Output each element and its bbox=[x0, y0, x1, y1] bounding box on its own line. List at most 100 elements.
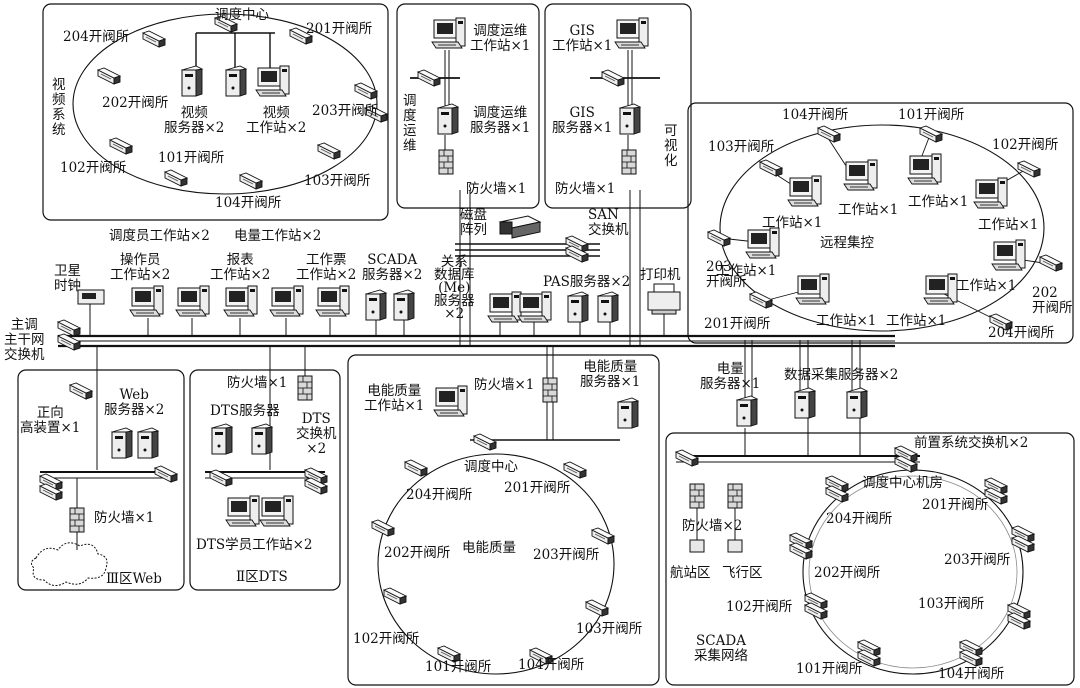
scada-net-label: SCADA 采集网络 bbox=[694, 633, 748, 664]
pq-dispatch-label: 调度中心 bbox=[464, 459, 518, 475]
dts-fw-label: 防火墙×1 bbox=[227, 375, 288, 391]
power-quality-box bbox=[347, 354, 660, 686]
gis-ws-label: GIS 工作站×1 bbox=[552, 23, 613, 54]
video-204-label: 204开阀所 bbox=[63, 29, 130, 45]
pq-103-label: 103开阀所 bbox=[576, 621, 643, 637]
remote-203-label: 203 开阀所 bbox=[706, 259, 747, 290]
pq-104-label: 104开阀所 bbox=[518, 657, 585, 673]
san-switch-label: SAN 交换机 bbox=[588, 207, 629, 238]
dispatcher-ws-label: 调度员工作站×2 bbox=[109, 228, 210, 244]
energy-server-label: 电量 服务器×1 bbox=[700, 361, 761, 392]
video-ring bbox=[72, 13, 378, 195]
dispatch-room-label: 调度中心机房 bbox=[862, 475, 943, 491]
remote-ws5-label: 工作站×1 bbox=[716, 263, 777, 279]
operator-ws-label: 操作员 工作站×2 bbox=[110, 252, 171, 283]
remote-103-label: 103开阀所 bbox=[708, 139, 775, 155]
disk-array-label: 磁盘 阵列 bbox=[460, 207, 487, 238]
video-bus bbox=[195, 32, 275, 70]
dts-server-label: DTS服务器 bbox=[210, 403, 280, 419]
scada-203-label: 203开阀所 bbox=[944, 552, 1011, 568]
zone2-dts-box bbox=[189, 369, 341, 591]
scada-202-label: 202开阀所 bbox=[814, 565, 881, 581]
printer-icon bbox=[647, 283, 681, 315]
power-ws-label: 电量工作站×2 bbox=[234, 228, 322, 244]
remote-202-label: 202 开阀所 bbox=[1032, 285, 1073, 316]
zone3-web-label: Ⅲ区Web bbox=[106, 571, 162, 587]
power-quality-ring bbox=[377, 453, 615, 675]
pq-fw-label: 防火墙×1 bbox=[474, 377, 535, 393]
pas-server-label: PAS服务器×2 bbox=[543, 274, 631, 290]
pq-101-label: 101开阀所 bbox=[425, 659, 492, 675]
pq-201-label: 201开阀所 bbox=[504, 480, 571, 496]
scada-201-label: 201开阀所 bbox=[922, 497, 989, 513]
remote-204-label: 204开阀所 bbox=[988, 325, 1055, 341]
remote-ws4-label: 工作站×1 bbox=[978, 217, 1039, 233]
remote-102-label: 102开阀所 bbox=[992, 137, 1059, 153]
video-104-label: 104开阀所 bbox=[215, 195, 282, 211]
remote-ws2-label: 工作站×1 bbox=[908, 194, 969, 210]
gis-fw-label: 防火墙×1 bbox=[555, 181, 616, 197]
pq-center-label: 电能质量 bbox=[462, 540, 516, 556]
terminal-zone-label: 航站区 bbox=[670, 565, 711, 581]
pq-ws-label: 电能质量 工作站×1 bbox=[364, 383, 425, 414]
forward-device-label: 正向 高装置×1 bbox=[20, 405, 81, 436]
video-201-label: 201开阀所 bbox=[306, 21, 373, 37]
zone2-dts-label: Ⅱ区DTS bbox=[236, 569, 288, 585]
remote-ws8-label: 工作站×1 bbox=[886, 313, 947, 329]
remote-control-ring bbox=[719, 124, 1045, 332]
sat-clock-label: 卫星 时钟 bbox=[54, 263, 81, 294]
remote-control-label: 远程集控 bbox=[820, 235, 874, 251]
main-switch-label: 主调 主干网 交换机 bbox=[4, 317, 45, 363]
video-101-label: 101开阀所 bbox=[158, 150, 225, 166]
visual-label: 可视化 bbox=[664, 123, 678, 169]
pq-server-label: 电能质量 服务器×1 bbox=[580, 359, 641, 390]
remote-ws3-label: 工作站×1 bbox=[762, 215, 823, 231]
report-ws-label: 报表 工作站×2 bbox=[210, 252, 271, 283]
video-202-label: 202开阀所 bbox=[102, 95, 169, 111]
dispatch-ops-box bbox=[396, 3, 540, 209]
ops-vertical-label: 调度运维 bbox=[403, 93, 417, 154]
remote-ws7-label: 工作站×1 bbox=[816, 313, 877, 329]
video-system-label: 视频系统 bbox=[52, 77, 66, 138]
video-203-label: 203开阀所 bbox=[312, 103, 379, 119]
scada-101-label: 101开阀所 bbox=[796, 661, 863, 677]
daq-server-label: 数据采集服务器×2 bbox=[784, 367, 899, 383]
cloud-icon bbox=[30, 542, 108, 586]
main-backbone bbox=[58, 334, 895, 348]
printer-label: 打印机 bbox=[640, 267, 681, 283]
scada-204-label: 204开阀所 bbox=[826, 511, 893, 527]
scada-ring-inner bbox=[808, 475, 1018, 669]
scada-104-label: 104开阀所 bbox=[938, 666, 1005, 682]
video-ws-label: 视频 工作站×2 bbox=[246, 105, 307, 136]
scada-102-label: 102开阀所 bbox=[726, 599, 793, 615]
ticket-ws-label: 工作票 工作站×2 bbox=[296, 252, 357, 283]
gis-visual-box bbox=[544, 3, 692, 209]
pq-102-label: 102开阀所 bbox=[353, 631, 420, 647]
web-fw-label: 防火墙×1 bbox=[94, 510, 155, 526]
ops-server-label: 调度运维 服务器×1 bbox=[470, 105, 531, 136]
video-system-box bbox=[42, 3, 389, 221]
dts-switch-label: DTS 交换机 ×2 bbox=[296, 411, 337, 457]
rel-db-label: 关系 数据库 (Me) 服务器 ×2 bbox=[434, 254, 475, 322]
pq-203-label: 203开阀所 bbox=[533, 547, 600, 563]
remote-104-label: 104开阀所 bbox=[782, 107, 849, 123]
web-server-label: Web 服务器×2 bbox=[104, 387, 165, 418]
scada-103-label: 103开阀所 bbox=[918, 596, 985, 612]
front-switch-label: 前置系统交换机×2 bbox=[914, 435, 1029, 451]
pq-202-label: 202开阀所 bbox=[384, 545, 451, 561]
scada-fw-label: 防火墙×2 bbox=[682, 518, 743, 534]
scada-server-label: SCADA 服务器×2 bbox=[362, 252, 423, 283]
disk-array-icon bbox=[498, 215, 542, 239]
dispatch-center-label: 调度中心 bbox=[215, 7, 269, 23]
remote-ws6-label: 工作站×1 bbox=[956, 278, 1017, 294]
remote-control-box bbox=[687, 102, 1074, 344]
zone3-web-box bbox=[17, 369, 185, 591]
remote-101-label: 101开阀所 bbox=[898, 107, 965, 123]
gis-server-label: GIS 服务器×1 bbox=[552, 105, 613, 136]
remote-201-label: 201开阀所 bbox=[704, 316, 771, 332]
video-102-label: 102开阀所 bbox=[60, 160, 127, 176]
remote-ws1-label: 工作站×1 bbox=[838, 202, 899, 218]
scada-collection-box bbox=[665, 432, 1075, 686]
pq-204-label: 204开阀所 bbox=[406, 487, 473, 503]
